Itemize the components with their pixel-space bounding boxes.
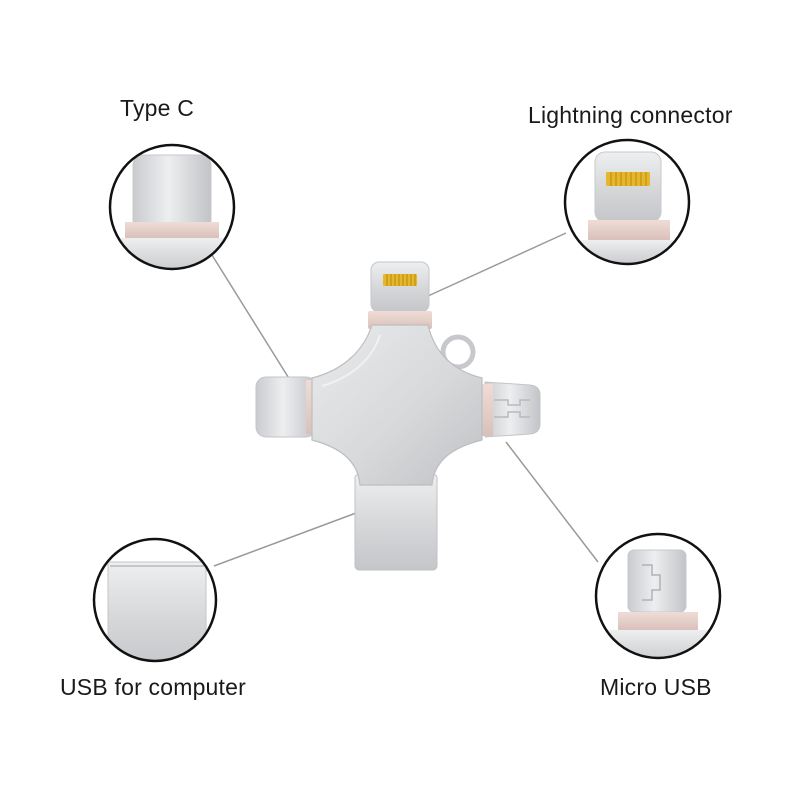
usb-for-computer-label: USB for computer (60, 674, 246, 700)
callout-micro-usb (594, 532, 722, 660)
keyring-loop (440, 334, 476, 370)
callout-usb-computer (92, 537, 218, 663)
callout-type-c (108, 143, 236, 271)
leader-lines (211, 232, 599, 567)
callout-lightning (563, 138, 691, 266)
type-c-label: Type C (120, 95, 195, 121)
lightning-connector-label: Lightning connector (528, 102, 733, 128)
leader-line-lightning (427, 232, 567, 297)
micro-usb-connector-icon (479, 381, 541, 438)
usb-a-connector-icon (354, 473, 438, 571)
flash-drive-body (255, 261, 541, 571)
drive-cross-body (311, 324, 483, 486)
micro-usb-label: Micro USB (600, 674, 712, 700)
lightning-connector-icon (368, 261, 432, 329)
type-c-connector-icon (255, 376, 320, 438)
leader-line-usb (213, 512, 357, 567)
leader-line-type-c (211, 254, 291, 381)
leader-line-micro-usb (505, 441, 599, 563)
